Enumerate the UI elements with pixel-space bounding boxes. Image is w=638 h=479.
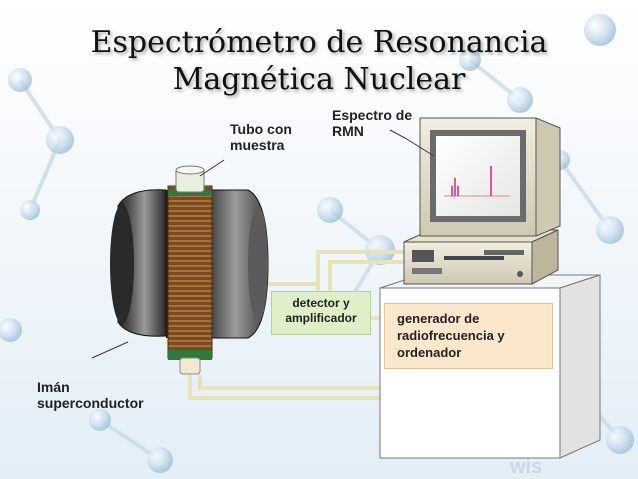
leader-sample-tube xyxy=(199,159,225,177)
label-nmr-spectrum: Espectro de RMN xyxy=(332,107,412,139)
wire-detector-to-computer xyxy=(316,250,418,284)
leader-magnet xyxy=(91,341,129,359)
label-nmr-spectrum-line-2: RMN xyxy=(332,123,364,139)
label-nmr-spectrum-line-1: Espectro de xyxy=(332,107,413,123)
page-title-line-2: Magnética Nuclear xyxy=(172,62,466,97)
detector-label-line-2: amplificador xyxy=(285,311,357,325)
label-sample-tube-line-2: muestra xyxy=(230,137,285,153)
desktop-computer-icon xyxy=(403,229,559,285)
rf-generator-computer-box: generador de radiofrecuencia y ordenador xyxy=(384,303,553,369)
sample-tube-icon xyxy=(175,165,205,375)
watermark: wis xyxy=(510,456,543,478)
detector-amplifier-box: detector y amplificador xyxy=(271,291,371,335)
label-magnet: Imán superconductor xyxy=(37,379,144,411)
label-magnet-line-1: Imán xyxy=(37,379,70,395)
spectrum-peaks xyxy=(444,166,510,197)
generator-label-line-1: generador de xyxy=(397,311,480,326)
leader-lines xyxy=(91,129,435,359)
nmr-spectrum-screen xyxy=(436,136,520,216)
crt-monitor-icon xyxy=(419,117,561,237)
detector-label-line-1: detector y xyxy=(292,296,350,310)
generator-label-line-2: radiofrecuencia y xyxy=(397,328,505,343)
leader-spectrum xyxy=(389,129,435,157)
label-magnet-line-2: superconductor xyxy=(37,395,144,411)
label-sample-tube-line-1: Tubo con xyxy=(230,121,292,137)
page-title-line-1: Espectrómetro de Resonancia xyxy=(90,25,548,60)
superconducting-magnet-icon xyxy=(110,185,269,360)
label-sample-tube: Tubo con muestra xyxy=(230,121,292,153)
generator-label-line-3: ordenador xyxy=(397,345,462,360)
wire-computer-to-generator xyxy=(328,260,420,292)
